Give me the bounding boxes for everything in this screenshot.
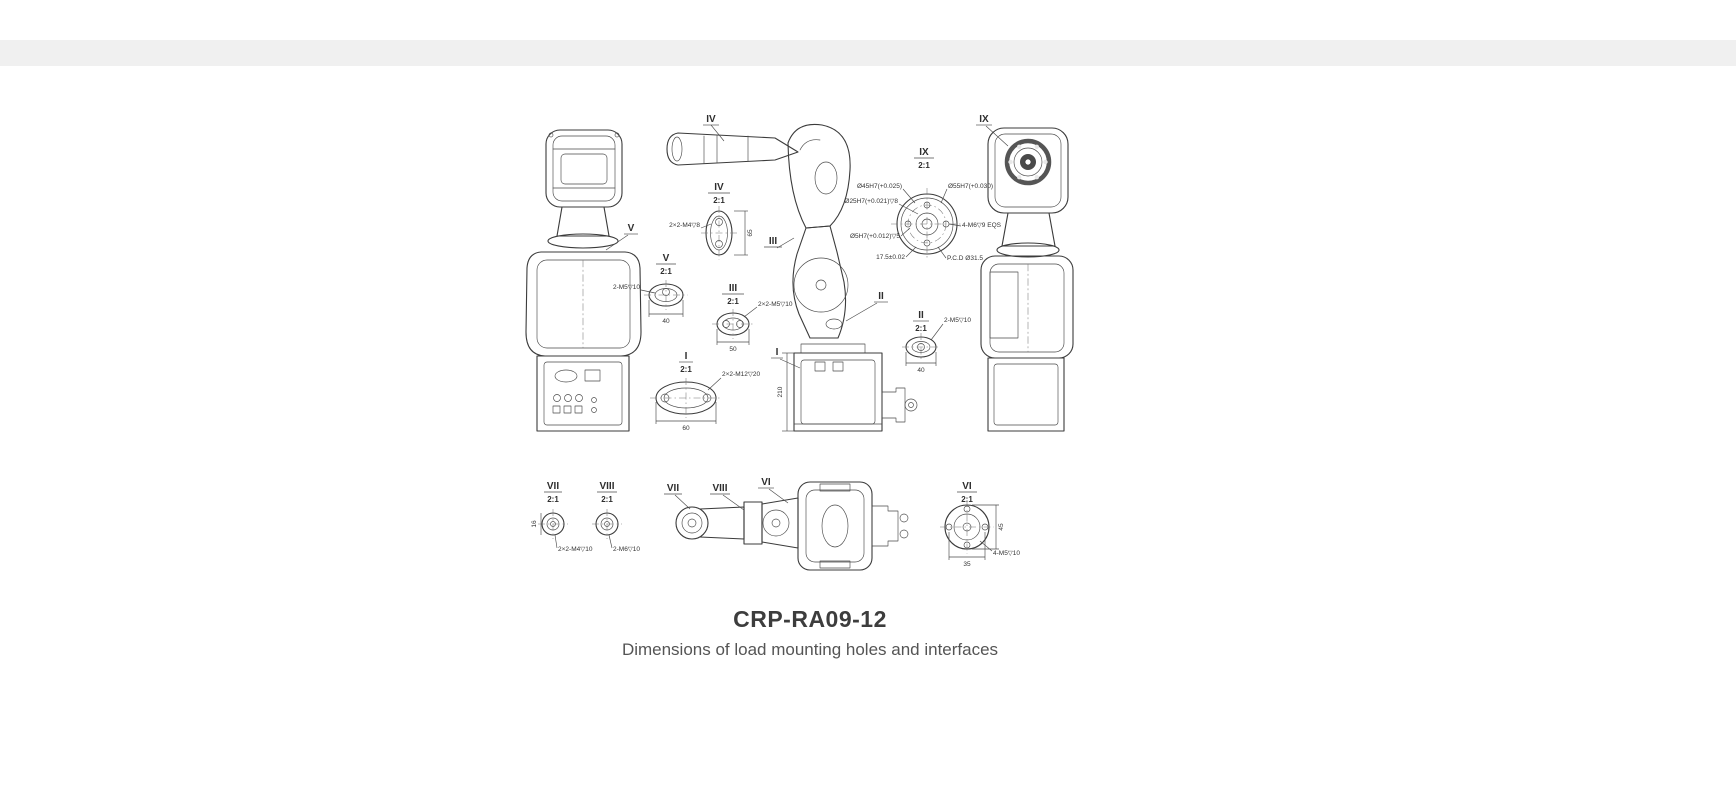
detail-II-numeral: II (918, 310, 924, 321)
detail-IV-note: 2×2-M4▽8 (669, 222, 700, 229)
detail-II-scale: 2:1 (915, 324, 927, 333)
detail-III-dim: 50 (729, 346, 737, 353)
view-marker-III-text: III (769, 236, 778, 247)
detail-view-IV: IV 2:1 2×2-M4▽8 65 (669, 182, 754, 260)
detail-IX-anno-6: P.C.D Ø31.5 (947, 255, 983, 262)
detail-IV-dim: 65 (747, 229, 754, 237)
detail-V-numeral: V (663, 253, 670, 264)
detail-I-scale: 2:1 (680, 365, 692, 374)
drawing-caption: Dimensions of load mounting holes and in… (621, 640, 999, 659)
top-gray-band (0, 40, 1736, 66)
detail-V-dim: 40 (662, 318, 670, 325)
detail-view-VII: VII 2:1 16 2×2-M4▽10 (531, 481, 593, 553)
view-marker-III: III (764, 236, 795, 249)
view-marker-I: I (771, 347, 801, 369)
view-marker-VI-text: VI (761, 477, 771, 488)
view-marker-VII-text: VII (667, 483, 679, 494)
view-marker-IX: IX (976, 114, 1009, 147)
view-marker-VIII: VIII (710, 483, 745, 511)
detail-I-numeral: I (685, 351, 688, 362)
detail-VII-note: 2×2-M4▽10 (558, 546, 593, 553)
detail-VIII-note: 2-M6▽10 (613, 546, 640, 553)
detail-V-scale: 2:1 (660, 267, 672, 276)
detail-II-dim: 40 (917, 367, 925, 374)
base-height-dim-text: 210 (777, 386, 784, 397)
detail-II-note: 2-M5▽10 (944, 317, 971, 324)
detail-III-numeral: III (729, 283, 738, 294)
detail-view-III: III 2:1 2×2-M5▽10 50 (712, 283, 793, 353)
detail-VIII-numeral: VIII (599, 481, 614, 492)
robot-rear-view (980, 127, 1074, 432)
robot-side-view (666, 123, 918, 432)
detail-I-dim: 60 (682, 425, 690, 432)
view-marker-VI: VI (758, 477, 789, 504)
detail-VII-scale: 2:1 (547, 495, 559, 504)
detail-III-note: 2×2-M5▽10 (758, 301, 793, 308)
title-block: CRP-RA09-12 Dimensions of load mounting … (300, 606, 1320, 660)
model-title: CRP-RA09-12 (733, 606, 887, 632)
detail-VIII-scale: 2:1 (601, 495, 613, 504)
detail-III-scale: 2:1 (727, 297, 739, 306)
robot-top-view (675, 481, 909, 571)
detail-view-IX: IX 2:1 Ø45H7(+0.025) Ø25H7(+0.021)▽8 Ø5H… (844, 147, 1001, 262)
detail-IX-anno-1: Ø25H7(+0.021)▽8 (844, 198, 898, 205)
detail-view-VI: VI 2:1 4-M5▽10 45 35 (940, 481, 1020, 568)
detail-view-I: I 2:1 2×2-M12▽20 60 (650, 351, 760, 432)
detail-IX-numeral: IX (919, 147, 929, 158)
view-marker-V-text: V (628, 223, 635, 234)
detail-IX-anno-2: Ø5H7(+0.012)▽5 (850, 233, 900, 240)
detail-VI-dim-width: 35 (963, 561, 971, 568)
detail-VII-dim: 16 (531, 520, 538, 528)
detail-IX-anno-4: 4-M6▽9 EQS (962, 222, 1002, 229)
detail-IV-scale: 2:1 (713, 196, 725, 205)
detail-VI-scale: 2:1 (961, 495, 973, 504)
view-marker-II: II (845, 291, 888, 322)
detail-IV-numeral: IV (714, 182, 724, 193)
detail-VI-numeral: VI (962, 481, 972, 492)
detail-IX-anno-0: Ø45H7(+0.025) (857, 183, 902, 190)
view-marker-IX-text: IX (979, 114, 989, 125)
robot-front-view (525, 129, 642, 432)
detail-VI-note: 4-M5▽10 (993, 550, 1020, 557)
detail-VII-numeral: VII (547, 481, 559, 492)
view-marker-VIII-text: VIII (712, 483, 727, 494)
view-marker-VII: VII (664, 483, 691, 510)
detail-IX-scale: 2:1 (918, 161, 930, 170)
detail-view-V: V 2:1 2-M5▽10 40 (613, 253, 688, 325)
view-marker-II-text: II (878, 291, 884, 302)
view-marker-I-text: I (776, 347, 779, 358)
base-height-dimension: 210 (777, 352, 794, 432)
detail-I-note: 2×2-M12▽20 (722, 371, 760, 378)
view-marker-IV-text: IV (706, 114, 716, 125)
view-marker-IV: IV (703, 114, 725, 142)
detail-view-II: II 2:1 2-M5▽10 40 (902, 310, 971, 374)
detail-VI-dim-height: 45 (998, 523, 1005, 531)
detail-V-note: 2-M5▽10 (613, 284, 640, 291)
detail-IX-anno-3: Ø55H7(+0.030) (948, 183, 993, 190)
view-marker-V: V (605, 223, 638, 251)
detail-IX-anno-5: 17.5±0.02 (876, 254, 905, 261)
detail-view-VIII: VIII 2:1 2-M6▽10 (592, 481, 640, 553)
